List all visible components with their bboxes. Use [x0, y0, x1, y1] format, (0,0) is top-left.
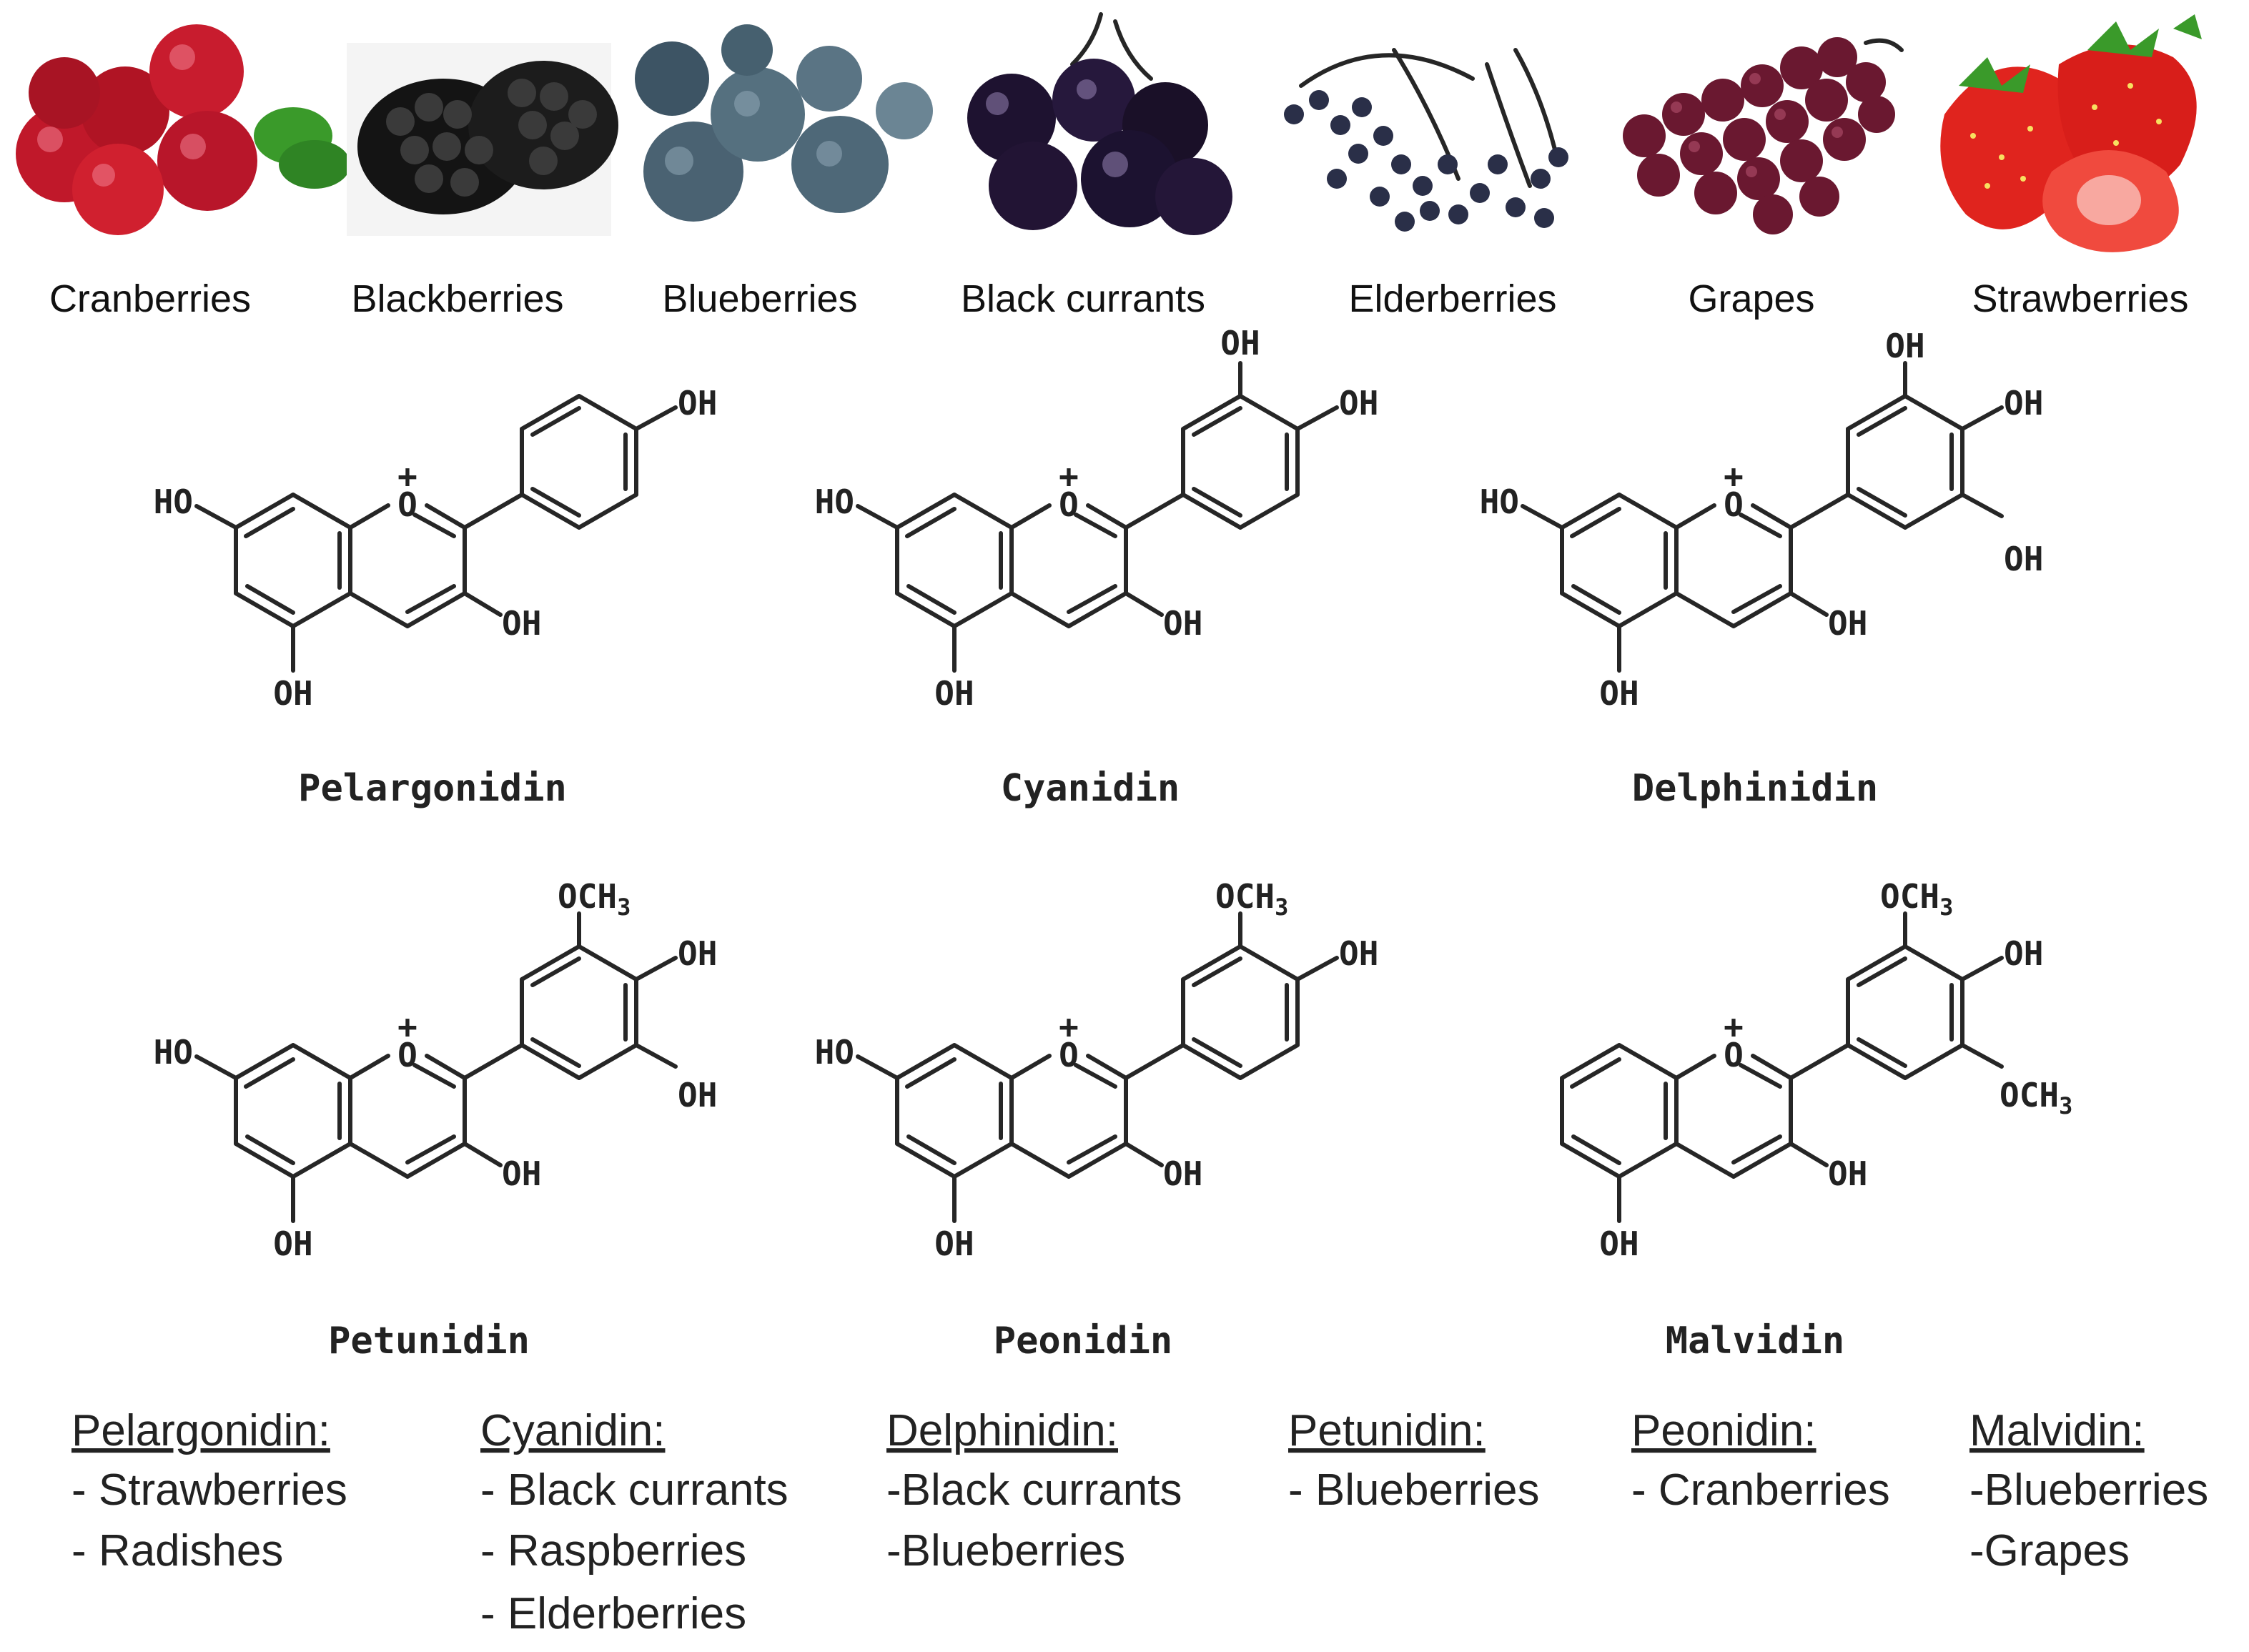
- atom-ho-7: HO: [154, 483, 193, 521]
- atom-oh-3: OH: [502, 604, 541, 643]
- fruit-label-black-currants: Black currants: [961, 277, 1205, 320]
- atom-oh-5p: OH: [678, 1076, 717, 1114]
- grapes-photo: [1623, 37, 1904, 234]
- ring-oxygen: O: [397, 485, 417, 524]
- fruit-label-grapes: Grapes: [1688, 277, 1814, 320]
- source-item: - Radishes: [71, 1526, 283, 1576]
- source-item: -Black currants: [886, 1465, 1182, 1515]
- source-group-pelargonidin: Pelargonidin: - Strawberries - Radishes: [71, 1406, 347, 1576]
- fruit-label-cranberries: Cranberries: [49, 277, 251, 320]
- oxonium-charge: +: [1059, 1007, 1079, 1046]
- ring-oxygen: O: [1059, 1036, 1079, 1074]
- atom-oh-4p: OH: [1339, 934, 1378, 973]
- source-group-malvidin: Malvidin: -Blueberries -Grapes: [1969, 1406, 2208, 1576]
- molecule-name-delphinidin: Delphinidin: [1632, 767, 1878, 810]
- fruit-label-blackberries: Blackberries: [351, 277, 563, 320]
- atom-och3-5p: OCH3: [2000, 1076, 2072, 1119]
- fruit-label-strawberries: Strawberries: [1972, 277, 2188, 320]
- elderberries-photo: [1284, 48, 1568, 232]
- fruit-labels: Cranberries Blackberries Blueberries Bla…: [49, 277, 2189, 320]
- ring-oxygen: O: [1059, 485, 1079, 524]
- molecule-name-petunidin: Petunidin: [328, 1320, 530, 1362]
- molecule-malvidin: O + OH OH OCH3 OH OCH3: [1562, 877, 2072, 1263]
- fruit-label-blueberries: Blueberries: [662, 277, 857, 320]
- source-group-delphinidin: Delphinidin: -Black currants -Blueberrie…: [886, 1406, 1182, 1576]
- fruit-label-elderberries: Elderberries: [1348, 277, 1556, 320]
- atom-oh-5p: OH: [2004, 540, 2043, 578]
- blueberries-photo: [635, 24, 933, 222]
- source-heading: Peonidin:: [1631, 1406, 1816, 1455]
- atom-oh-4p: OH: [1339, 384, 1378, 422]
- atom-oh-3p: OH: [1885, 327, 1924, 365]
- oxonium-charge: +: [397, 457, 417, 495]
- fruit-photos-row: [16, 12, 2202, 252]
- source-item: - Elderberries: [480, 1589, 746, 1638]
- cranberries-photo: [16, 24, 350, 235]
- atom-oh-5: OH: [934, 674, 974, 713]
- atom-oh-3: OH: [502, 1154, 541, 1193]
- source-item: - Cranberries: [1631, 1465, 1890, 1515]
- atom-ho-7: HO: [154, 1033, 193, 1072]
- source-item: -Blueberries: [1969, 1465, 2208, 1515]
- atom-oh-3: OH: [1163, 604, 1202, 643]
- oxonium-charge: +: [1724, 457, 1744, 495]
- atom-oh-4p: OH: [678, 384, 717, 422]
- molecule-name-cyanidin: Cyanidin: [1001, 767, 1180, 810]
- atom-oh-4p: OH: [678, 934, 717, 973]
- atom-oh-3: OH: [1828, 604, 1867, 643]
- atom-ho-7: HO: [815, 483, 854, 521]
- atom-oh-5: OH: [273, 674, 312, 713]
- molecule-delphinidin: O + HO OH OH OH OH OH: [1480, 327, 2044, 713]
- molecule-peonidin: O + HO OH OH OCH3 OH: [815, 877, 1379, 1263]
- atom-och3-3p: OCH3: [558, 877, 631, 921]
- source-item: - Blueberries: [1288, 1465, 1539, 1515]
- atom-oh-3p: OH: [1220, 324, 1260, 362]
- atom-oh-5: OH: [273, 1225, 312, 1263]
- atom-oh-4p: OH: [2004, 934, 2043, 973]
- source-group-petunidin: Petunidin: - Blueberries: [1288, 1406, 1539, 1515]
- molecule-cyanidin: O + HO OH OH OH OH: [815, 324, 1379, 713]
- atom-oh-5: OH: [934, 1225, 974, 1263]
- source-heading: Delphinidin:: [886, 1406, 1118, 1455]
- source-item: - Black currants: [480, 1465, 789, 1515]
- source-group-peonidin: Peonidin: - Cranberries: [1631, 1406, 1890, 1515]
- source-heading: Pelargonidin:: [71, 1406, 330, 1455]
- atom-och3-3p: OCH3: [1880, 877, 1953, 921]
- atom-oh-3: OH: [1828, 1154, 1867, 1193]
- source-item: -Grapes: [1969, 1526, 2130, 1576]
- strawberries-photo: [1940, 14, 2202, 252]
- molecule-name-malvidin: Malvidin: [1666, 1320, 1844, 1362]
- ring-oxygen: O: [1724, 485, 1744, 524]
- ring-oxygen: O: [1724, 1036, 1744, 1074]
- atom-och3-3p: OCH3: [1215, 877, 1288, 921]
- source-item: -Blueberries: [886, 1526, 1125, 1576]
- sources-list: Pelargonidin: - Strawberries - Radishes …: [71, 1406, 2208, 1638]
- source-group-cyanidin: Cyanidin: - Black currants - Raspberries…: [480, 1406, 789, 1638]
- molecule-name-peonidin: Peonidin: [994, 1320, 1172, 1362]
- source-item: - Strawberries: [71, 1465, 347, 1515]
- blackberries-photo: [347, 43, 618, 236]
- atom-oh-5: OH: [1599, 1225, 1638, 1263]
- atom-ho-7: HO: [815, 1033, 854, 1072]
- molecule-name-pelargonidin: Pelargonidin: [298, 767, 567, 810]
- source-heading: Cyanidin:: [480, 1406, 665, 1455]
- atom-oh-5: OH: [1599, 674, 1638, 713]
- black-currants-photo: [967, 12, 1232, 235]
- atom-oh-3: OH: [1163, 1154, 1202, 1193]
- molecule-petunidin: O + HO OH OH OCH3 OH OH: [154, 877, 718, 1263]
- ring-oxygen: O: [397, 1036, 417, 1074]
- atom-ho-7: HO: [1480, 483, 1519, 521]
- source-heading: Petunidin:: [1288, 1406, 1486, 1455]
- oxonium-charge: +: [397, 1007, 417, 1046]
- oxonium-charge: +: [1059, 457, 1079, 495]
- source-item: - Raspberries: [480, 1526, 746, 1576]
- oxonium-charge: +: [1724, 1007, 1744, 1046]
- molecule-pelargonidin: O + HO OH OH OH: [154, 384, 718, 713]
- atom-oh-4p: OH: [2004, 384, 2043, 422]
- source-heading: Malvidin:: [1969, 1406, 2145, 1455]
